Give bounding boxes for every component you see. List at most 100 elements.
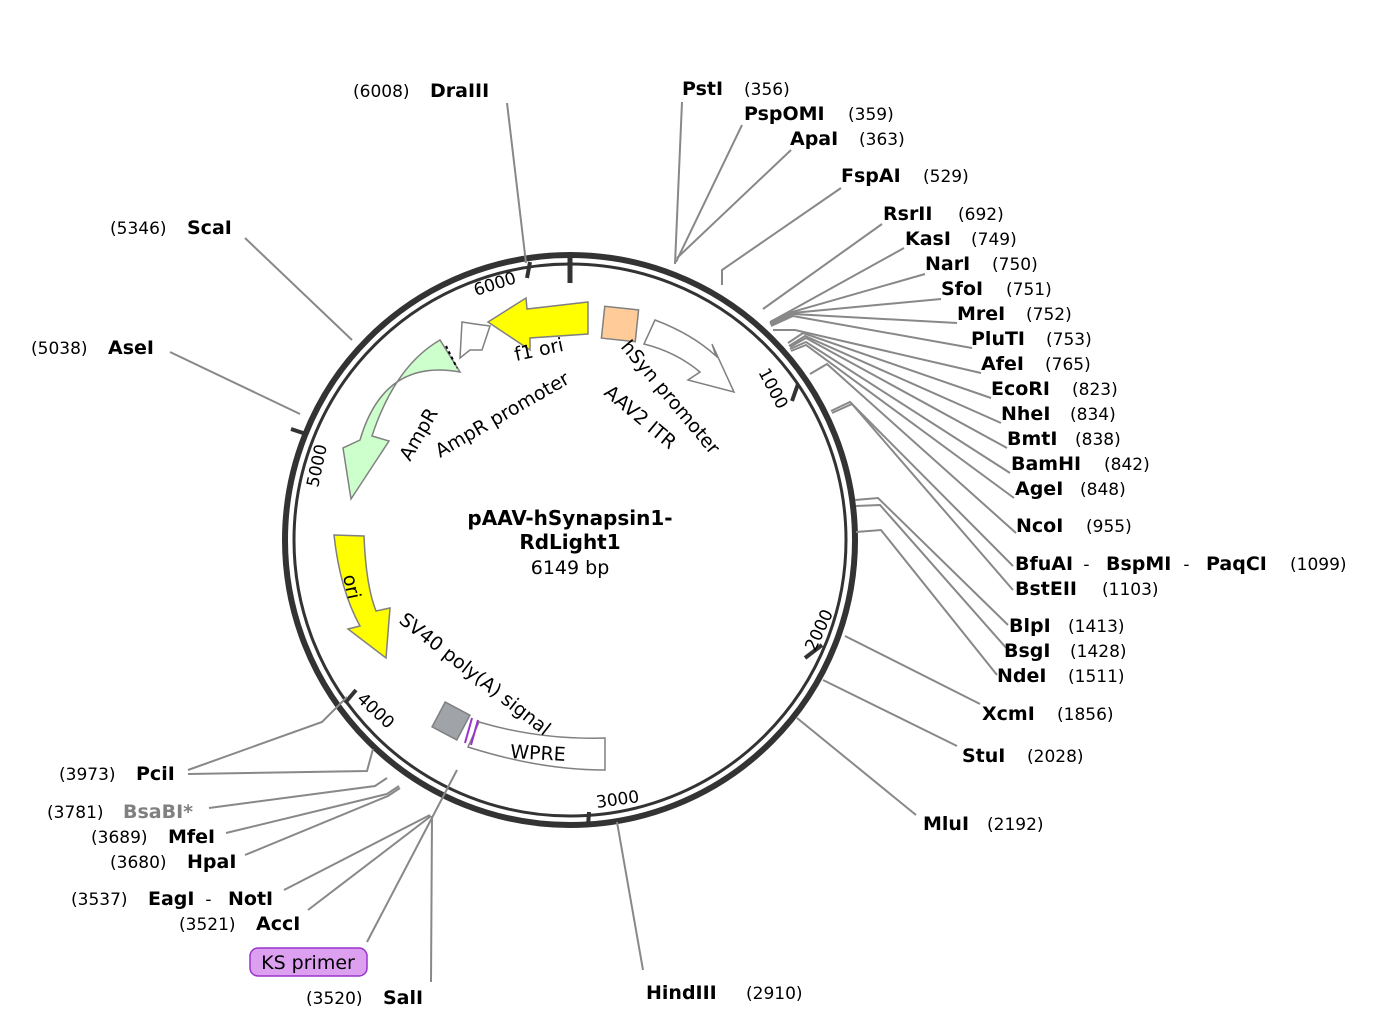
site-ageI-pos: (848) [1080,480,1126,500]
leader-ks-primer [366,769,458,943]
tick-mark-4000 [343,688,358,705]
site-pspomI-name: PspOMI [744,103,825,125]
site-pciI: (3973) PciI [59,763,175,785]
site-xcmI-name: XcmI [982,703,1035,725]
site-xcmI-pos: (1856) [1057,705,1114,725]
site-nheI-name: NheI [1001,403,1050,425]
site-fspaI-name: FspAI [841,165,901,187]
site-rsrII-pos: (692) [958,205,1004,225]
leader-bstEII [831,402,1014,591]
site-scaI-name: ScaI [187,217,232,239]
site-apaI-name: ApaI [790,128,838,150]
ks-primer-label: KS primer [261,952,355,974]
site-nheI: NheI (834) [1001,403,1116,425]
site-bamHI: BamHI (842) [1011,453,1150,475]
leader-afeI [773,329,982,374]
site-apaI: ApaI (363) [790,128,905,150]
leader-blpI [854,496,1009,626]
site-plutI: PluTI (753) [971,328,1092,350]
leader-bsgI [855,503,1009,651]
site-bfuAI-sep2: - [1178,555,1195,575]
site-mreI-name: MreI [957,303,1005,325]
f1-ori-feature [486,296,589,352]
leader-accI [307,815,432,911]
sv40-polya-label: SV40 poly(A) signal [395,609,555,741]
site-aseI-pos: (5038) [31,339,88,359]
site-mluI-pos: (2192) [987,815,1044,835]
site-mluI: MluI (2192) [923,813,1044,835]
site-draIII-name: DraIII [430,80,489,102]
leader-eagI [283,814,431,891]
leader-aseI [169,351,301,415]
ks-primer-badge-bg [249,947,368,977]
ampr-label: AmpR [395,404,442,464]
site-kasI-name: KasI [905,228,951,250]
site-pciI-pos: (3973) [59,765,116,785]
site-plutI-name: PluTI [971,328,1025,350]
site-bstEII-name: BstEII [1015,578,1077,600]
leader-salI [430,815,433,983]
site-narI-pos: (750) [992,255,1038,275]
site-hindIII-pos: (2910) [746,984,803,1004]
leader-xcmI [844,635,981,705]
site-afeI: AfeI (765) [981,353,1091,375]
site-bspMI-name: BspMI [1106,553,1171,575]
site-ageI: AgeI (848) [1015,478,1126,500]
ks-primer-badge: KS primer [249,947,368,977]
site-hpaI: (3680) HpaI [110,851,236,873]
leader-pciI-2 [187,696,348,771]
site-aseI: (5038) AseI [31,337,154,359]
site-pspomI: PspOMI (359) [744,103,894,125]
ampr-promoter-label: AmpR promoter [432,368,574,463]
ampr-feature [342,338,462,502]
site-scaI-pos: (5346) [110,219,167,239]
site-blpI-name: BlpI [1009,615,1051,637]
site-ncoI-name: NcoI [1016,515,1063,537]
wpre-feature [466,721,606,771]
site-bsaBI-pos: (3781) [47,803,104,823]
site-scaI: (5346) ScaI [110,217,232,239]
site-xcmI: XcmI (1856) [982,703,1114,725]
plasmid-name-line1: pAAV-hSynapsin1- [467,506,672,530]
site-eagI-sep: - [200,890,217,910]
site-pstI: PstI (356) [682,78,790,100]
leader-ncoI [809,362,1017,534]
site-rsrII-name: RsrII [883,203,932,225]
site-ndeI-pos: (1511) [1068,667,1125,687]
site-eagI-pos: (3537) [71,890,128,910]
site-ecoRI-name: EcoRI [991,378,1050,400]
site-hpaI-pos: (3680) [110,853,167,873]
ori-feature [333,534,391,660]
site-pciI-name: PciI [136,763,175,785]
site-afeI-name: AfeI [981,353,1024,375]
site-bamHI-name: BamHI [1011,453,1081,475]
site-ageI-name: AgeI [1015,478,1063,500]
aav2-itr-feature [600,305,640,343]
leader-pstI [674,101,683,265]
site-eagI-name: EagI [148,888,194,910]
site-bfuAI-name: BfuAI [1015,553,1073,575]
site-aseI-name: AseI [108,337,154,359]
site-sfoI-pos: (751) [1006,280,1052,300]
ampr-dotted-segment [445,345,458,369]
site-mfeI-name: MfeI [168,826,215,848]
site-bamHI-pos: (842) [1104,455,1150,475]
site-ndeI-name: NdeI [997,665,1046,687]
tick-mark-6000 [525,261,532,279]
leader-mfeI [225,785,400,834]
site-bsgI: BsgI (1428) [1004,640,1127,662]
tick-mark-2000 [803,643,824,660]
site-pstI-pos: (356) [744,80,790,100]
site-stuI-name: StuI [962,745,1005,767]
site-fspaI: FspAI (529) [841,165,969,187]
site-stuI-pos: (2028) [1027,747,1084,767]
site-rsrII: RsrII (692) [883,203,1004,225]
ruler-ticks [290,261,824,827]
site-bmtI-name: BmtI [1007,428,1057,450]
site-mfeI-pos: (3689) [91,828,148,848]
leader-kasI [769,247,905,323]
site-nheI-pos: (834) [1070,405,1116,425]
site-ncoI: NcoI (955) [1016,515,1132,537]
leader-nheI [788,334,1002,424]
